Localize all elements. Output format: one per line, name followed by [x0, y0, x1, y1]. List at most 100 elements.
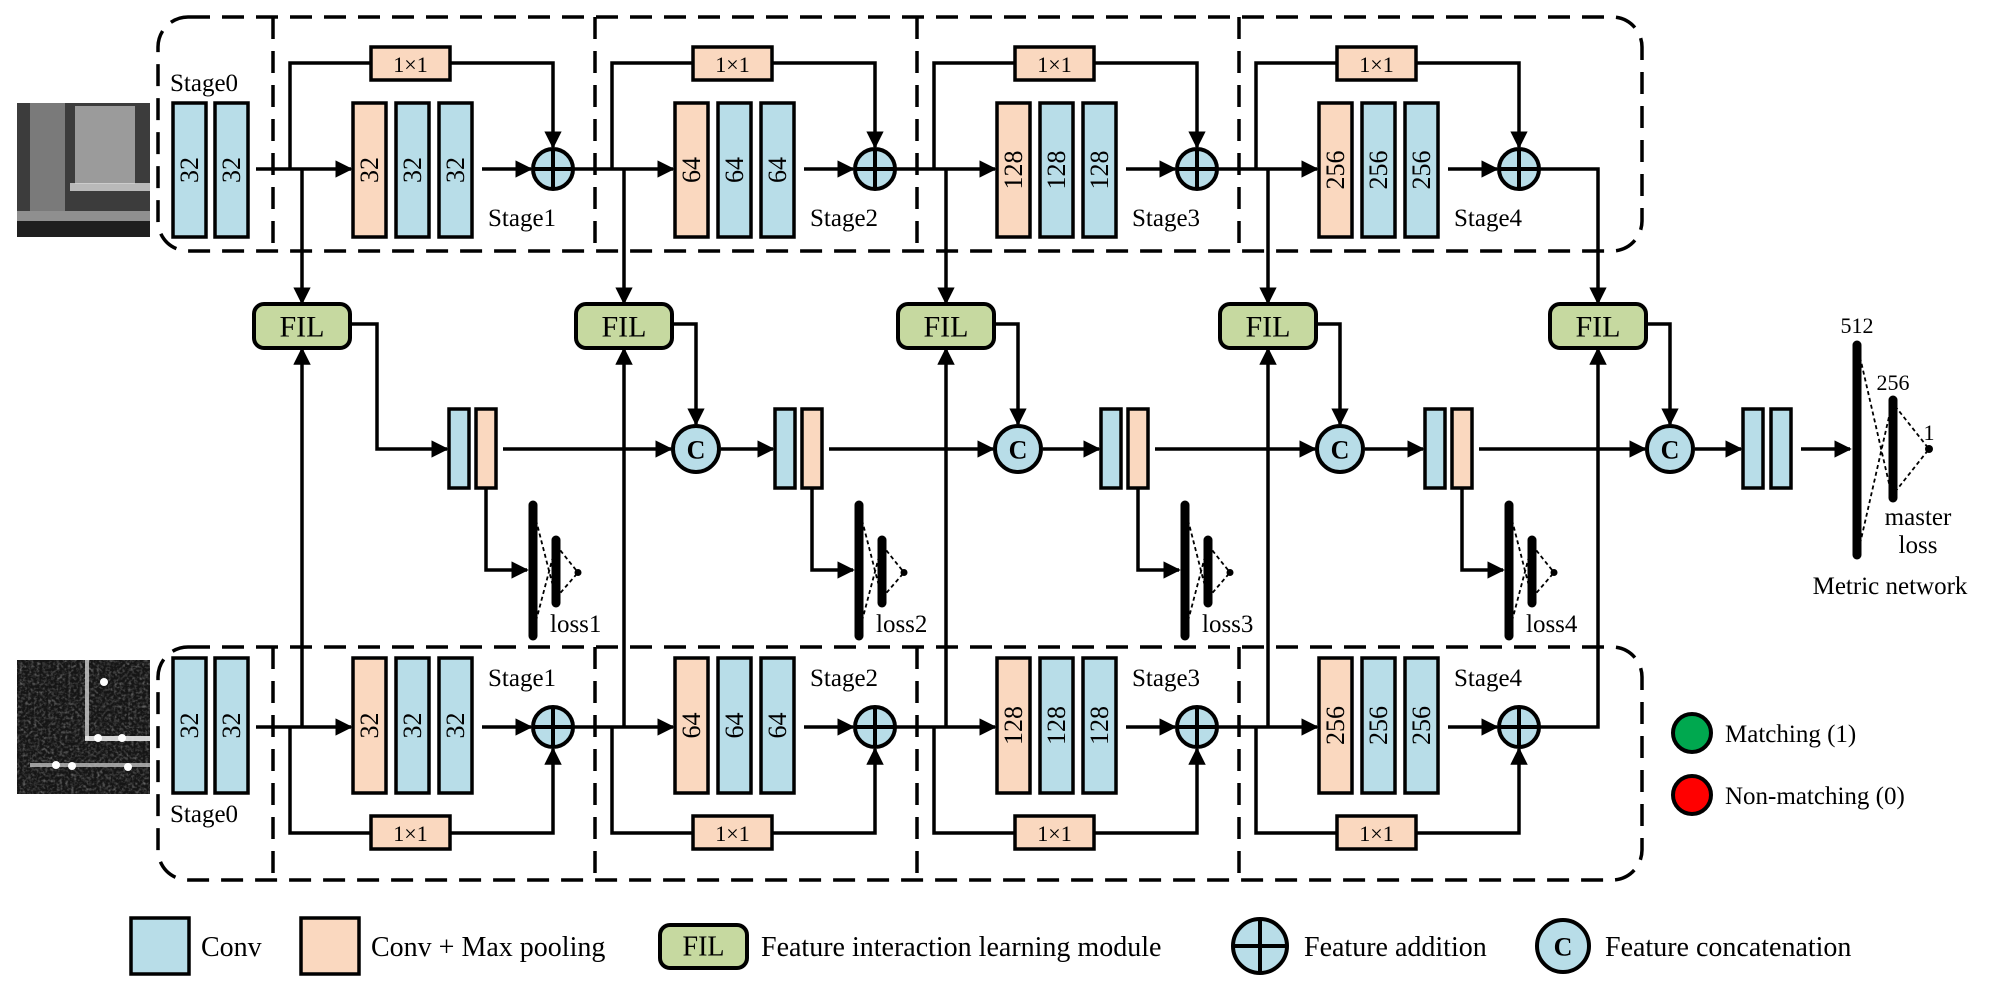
fil-module [1548, 302, 1648, 350]
metric-network-title: Metric network [1813, 573, 1968, 600]
image-building [75, 106, 135, 184]
block-label: 128 [1085, 151, 1114, 190]
shortcut-1x1-conv [1335, 814, 1418, 851]
feature-concatenation-node [1645, 424, 1695, 474]
block-label: 32 [217, 713, 246, 739]
block-label: 128 [1042, 151, 1071, 190]
fil-module [896, 302, 996, 350]
bottom-input-image [17, 660, 150, 794]
legend-feature-concatenation-icon [1535, 918, 1591, 974]
shortcut-1x1-conv [691, 814, 774, 851]
plus-icon [533, 149, 573, 189]
stage4-to-fil [1539, 167, 1607, 305]
stage-label: Stage1 [488, 665, 556, 692]
concat-symbol: C [1009, 436, 1028, 465]
block-label: 64 [720, 157, 749, 183]
feature-concatenation-node [671, 424, 721, 474]
non-matching-icon [1671, 774, 1713, 816]
plus-icon [1177, 707, 1217, 747]
shortcut-1x1-conv [1335, 45, 1418, 82]
conv-block [213, 101, 250, 239]
legend-label: Feature addition [1304, 932, 1487, 963]
stage4-to-fil [1539, 347, 1607, 729]
fil-label: FIL [924, 311, 969, 344]
conv-block [394, 656, 431, 795]
plus-icon [855, 707, 895, 747]
block-label: 64 [677, 713, 706, 739]
fil-output [994, 322, 1027, 426]
aux-loss-connector [484, 488, 529, 579]
fil-output [672, 322, 705, 426]
image-line [30, 763, 150, 767]
concat-symbol: C [1554, 933, 1573, 962]
conv-block [171, 101, 208, 239]
aux-loss-connector [810, 488, 855, 579]
conv-maxpool-block [1317, 101, 1354, 239]
shortcut-1x1-conv [369, 814, 452, 851]
stage-label: Stage3 [1132, 205, 1200, 232]
stage-label: Stage1 [488, 205, 556, 232]
layer-size-label: 512 [1841, 313, 1874, 338]
image-line [85, 736, 150, 741]
conv-block [394, 101, 431, 239]
fil-label: FIL [280, 311, 325, 344]
output-class-label: Non-matching (0) [1725, 783, 1905, 810]
aux-loss-connector [1460, 488, 1505, 579]
block-label: 32 [398, 157, 427, 183]
block-label: 32 [398, 713, 427, 739]
fil-label: FIL [1576, 311, 1621, 344]
stage-label: Stage4 [1454, 665, 1523, 692]
layer-size-label: 256 [1877, 370, 1910, 395]
block-label: 32 [217, 157, 246, 183]
image-speckle [17, 660, 150, 794]
plus-icon [1177, 149, 1217, 189]
master-loss-label: loss [1899, 532, 1938, 559]
image-bright-spot [100, 678, 108, 686]
conv-block [1423, 407, 1447, 490]
legend-label: Conv + Max pooling [371, 932, 605, 963]
concat-symbol: C [1661, 436, 1680, 465]
fil-label: FIL [602, 311, 647, 344]
shortcut-label: 1×1 [1359, 821, 1393, 846]
shortcut-label: 1×1 [1359, 52, 1393, 77]
plus-icon [1499, 707, 1539, 747]
legend-label: Feature interaction learning module [761, 932, 1161, 963]
stage-label: Stage0 [170, 801, 238, 828]
image-line [85, 660, 89, 740]
block-label: 32 [175, 713, 204, 739]
conv-block [1038, 101, 1075, 239]
branch-panels [156, 15, 1644, 882]
conv-block [773, 407, 797, 490]
shortcut-label: 1×1 [1037, 52, 1071, 77]
stage-label: Stage0 [170, 70, 238, 97]
block-label: 128 [1042, 706, 1071, 745]
shortcut-label: 1×1 [393, 821, 427, 846]
block-label: 32 [355, 713, 384, 739]
block-label: 128 [1085, 706, 1114, 745]
conv-maxpool-block [1450, 407, 1474, 490]
conv-maxpool-block [995, 101, 1032, 239]
legend-fil-swatch [658, 923, 749, 970]
conv-maxpool-block [995, 656, 1032, 795]
conv-block [171, 656, 208, 795]
fil-module [1218, 302, 1318, 350]
shortcut-1x1-conv [1013, 814, 1096, 851]
conv-maxpool-block [351, 656, 388, 795]
legend-label: Conv [201, 932, 262, 963]
block-label: 256 [1321, 151, 1350, 190]
top-branch-panel [156, 15, 1644, 253]
stage-label: Stage2 [810, 205, 878, 232]
block-label: 256 [1364, 151, 1393, 190]
block-label: 128 [999, 151, 1028, 190]
conv-maxpool-block [673, 101, 710, 239]
block-label: 256 [1407, 706, 1436, 745]
feature-concatenation-node [1315, 424, 1365, 474]
plus-icon [1233, 919, 1287, 973]
fil-output [350, 322, 449, 458]
image-bright-spot [52, 761, 60, 769]
conv-block [1741, 407, 1765, 490]
image-bright-spot [124, 763, 132, 771]
